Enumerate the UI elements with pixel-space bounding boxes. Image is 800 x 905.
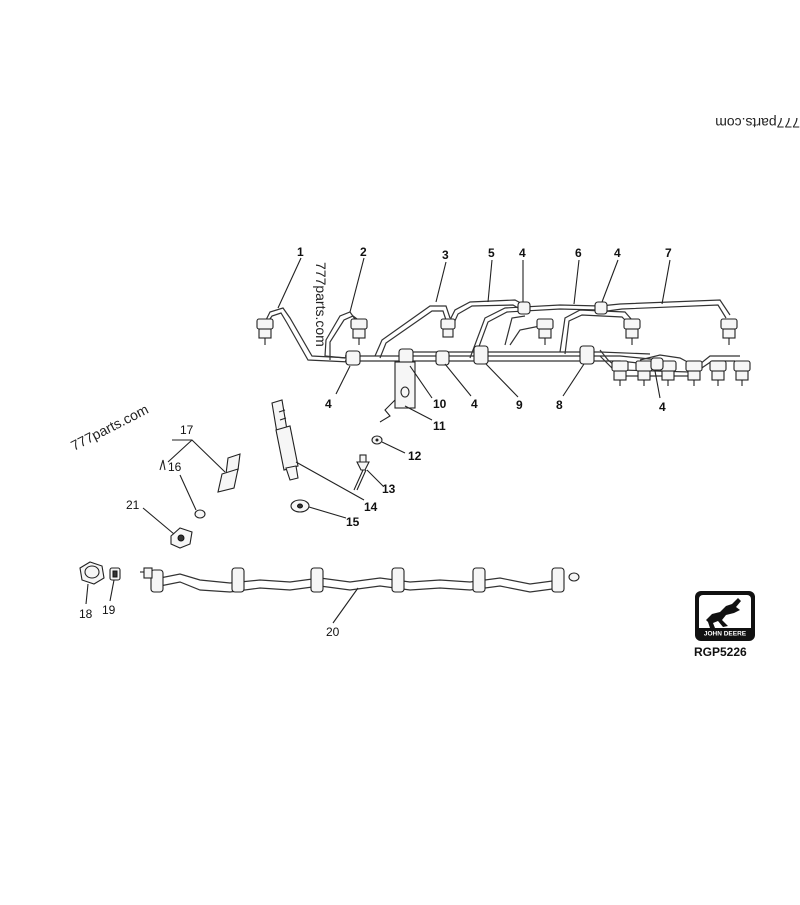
fitting-7 xyxy=(720,318,738,345)
injector xyxy=(271,399,310,513)
deer-icon xyxy=(706,598,741,628)
return-line-fittings xyxy=(150,567,580,593)
callout-4-d: 4 xyxy=(471,397,478,411)
callout-19: 19 xyxy=(102,603,116,617)
callout-7: 7 xyxy=(665,246,672,260)
clamps xyxy=(345,301,664,371)
callout-8: 8 xyxy=(556,398,563,412)
callout-16: 16 xyxy=(168,460,182,474)
callout-11: 11 xyxy=(433,419,446,433)
leader-lines xyxy=(85,257,671,624)
callout-1: 1 xyxy=(297,245,304,259)
callout-2: 2 xyxy=(360,245,367,259)
callout-6: 6 xyxy=(575,246,582,260)
bracket xyxy=(379,361,416,423)
fitting-6 xyxy=(623,318,641,345)
nut-18 xyxy=(79,561,105,585)
fitting-2 xyxy=(350,318,368,345)
callout-20: 20 xyxy=(326,625,340,639)
callout-4-c: 4 xyxy=(325,397,332,411)
return-line xyxy=(79,561,580,593)
john-deere-logo: JOHN DEERE RGP5226 xyxy=(694,591,755,659)
callout-12: 12 xyxy=(408,449,422,463)
callout-4-b: 4 xyxy=(614,246,621,260)
callouts: 1 2 3 5 4 6 4 7 4 10 4 9 8 4 11 12 13 14… xyxy=(79,245,672,639)
watermark-left: 777parts.com xyxy=(68,401,151,454)
callout-9: 9 xyxy=(516,398,523,412)
callout-5: 5 xyxy=(488,246,495,260)
callout-10: 10 xyxy=(433,397,447,411)
callout-13: 13 xyxy=(382,482,396,496)
fitting-3 xyxy=(440,318,456,338)
connector-19 xyxy=(109,567,153,581)
fitting-5 xyxy=(536,318,554,345)
diagram-reference: RGP5226 xyxy=(694,645,747,659)
lower-fittings xyxy=(611,360,751,386)
fitting-17 xyxy=(159,453,241,549)
callout-4-e: 4 xyxy=(659,400,666,414)
fitting-1 xyxy=(256,318,274,345)
callout-4-a: 4 xyxy=(519,246,526,260)
top-fittings xyxy=(256,318,738,345)
callout-15: 15 xyxy=(346,515,360,529)
watermark-top-right: 777parts.com xyxy=(715,115,800,131)
watermark-vertical: 777parts.com xyxy=(313,262,329,347)
washer-and-bolt xyxy=(353,435,383,491)
callout-17: 17 xyxy=(180,423,194,437)
callout-14: 14 xyxy=(364,500,378,514)
callout-3: 3 xyxy=(442,248,449,262)
logo-brand: JOHN DEERE xyxy=(704,631,747,638)
callout-18: 18 xyxy=(79,607,93,621)
callout-21: 21 xyxy=(126,498,140,512)
